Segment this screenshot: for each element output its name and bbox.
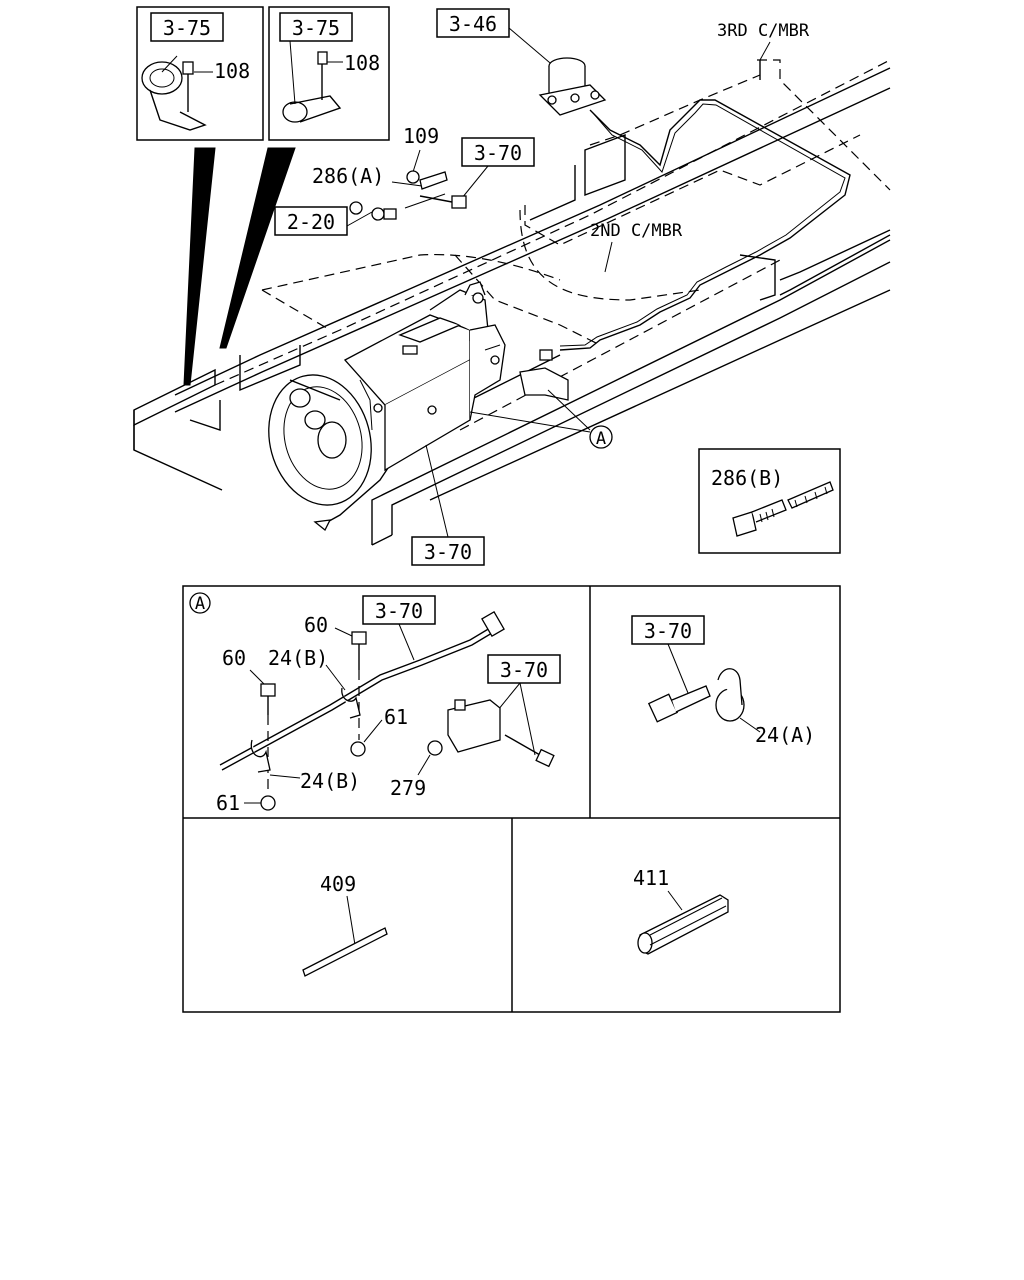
callout-a-leader-1 <box>469 411 591 433</box>
chassis-frame <box>133 59 891 546</box>
ref-2-20-label: 2-20 <box>287 210 335 234</box>
ref-box-3-75-a <box>150 12 224 42</box>
part-108-a-label: 108 <box>214 59 250 83</box>
part-286a-leader <box>391 181 423 187</box>
ref-3-70-top-label: 3-70 <box>474 141 522 165</box>
ref-3-70-top-leader <box>461 165 489 199</box>
leader-wedge-a <box>183 147 216 386</box>
bolt-3-70-top <box>419 195 467 209</box>
valve-assembly <box>538 57 607 116</box>
second-crossmember-label: 2ND C/MBR <box>590 221 683 241</box>
ref-3-70-bottom-label: 3-70 <box>424 540 472 564</box>
part-24b-a-label: 24(B) <box>268 646 328 670</box>
part-24a-label: 24(A) <box>755 723 815 747</box>
part-108-b-label: 108 <box>344 51 380 75</box>
detail-a-marker <box>189 592 211 614</box>
detail-clip-panel: 3-70 24(A) <box>631 615 815 747</box>
detail-a-panel: A 3-70 60 24(B) 61 60 24(B) 61 <box>189 592 561 815</box>
fitting-2-20 <box>349 201 397 221</box>
part-60-a-label: 60 <box>304 613 328 637</box>
part-286a-label: 286(A) <box>312 164 384 188</box>
third-crossmember-label: 3RD C/MBR <box>717 21 810 41</box>
detail-409-panel: 409 <box>302 872 388 977</box>
callout-a-marker <box>589 425 613 449</box>
part-109-label: 109 <box>403 124 439 148</box>
callout-a-label: A <box>596 429 606 449</box>
cable-tie-286b <box>732 481 834 537</box>
ref-3-46-label: 3-46 <box>449 12 497 36</box>
clamp-part-inset-a: 3-75 108 <box>141 12 250 131</box>
part-60-b-label: 60 <box>222 646 246 670</box>
ref-3-70-detail-a-bracket-label: 3-70 <box>500 658 548 682</box>
inset-box-286b <box>698 448 841 554</box>
part-61-b-label: 61 <box>216 791 240 815</box>
ref-3-75-a-label: 3-75 <box>163 16 211 40</box>
part-109-leader <box>412 149 421 173</box>
third-crossmember-leader <box>759 41 771 61</box>
ref-3-70-bottom-leader <box>425 444 449 538</box>
transmission <box>268 281 569 506</box>
callout-a-leader-2 <box>547 389 591 431</box>
ref-3-46-leader <box>508 27 557 69</box>
detail-411-panel: 411 <box>633 866 729 955</box>
part-279-label: 279 <box>390 776 426 800</box>
ref-box-3-70-top <box>461 137 535 167</box>
ref-3-70-detail-clip-label: 3-70 <box>644 619 692 643</box>
clip-part-inset-b: 3-75 108 <box>279 12 380 123</box>
ref-box-2-20 <box>274 206 348 236</box>
ref-box-3-75-b <box>279 12 353 42</box>
ref-box-3-70-detail-a-bracket <box>487 654 561 684</box>
rod-409 <box>302 927 388 977</box>
part-61-a-label: 61 <box>384 705 408 729</box>
leader-wedge-b <box>219 147 296 349</box>
part-409-label: 409 <box>320 872 356 896</box>
second-crossmember-leader <box>604 241 613 273</box>
nut-109 <box>406 170 420 184</box>
ref-box-3-70-detail-clip <box>631 615 705 645</box>
ref-3-70-detail-a-cable-label: 3-70 <box>375 599 423 623</box>
edge-trim-411 <box>637 894 729 955</box>
ref-3-75-b-label: 3-75 <box>292 16 340 40</box>
detail-a-marker-label: A <box>195 594 205 614</box>
part-286b-label: 286(B) <box>711 466 783 490</box>
part-411-label: 411 <box>633 866 669 890</box>
ref-box-3-46 <box>436 8 510 38</box>
tie-286a <box>419 171 448 190</box>
ref-2-20-leader <box>346 211 373 227</box>
part-24b-b-label: 24(B) <box>300 769 360 793</box>
